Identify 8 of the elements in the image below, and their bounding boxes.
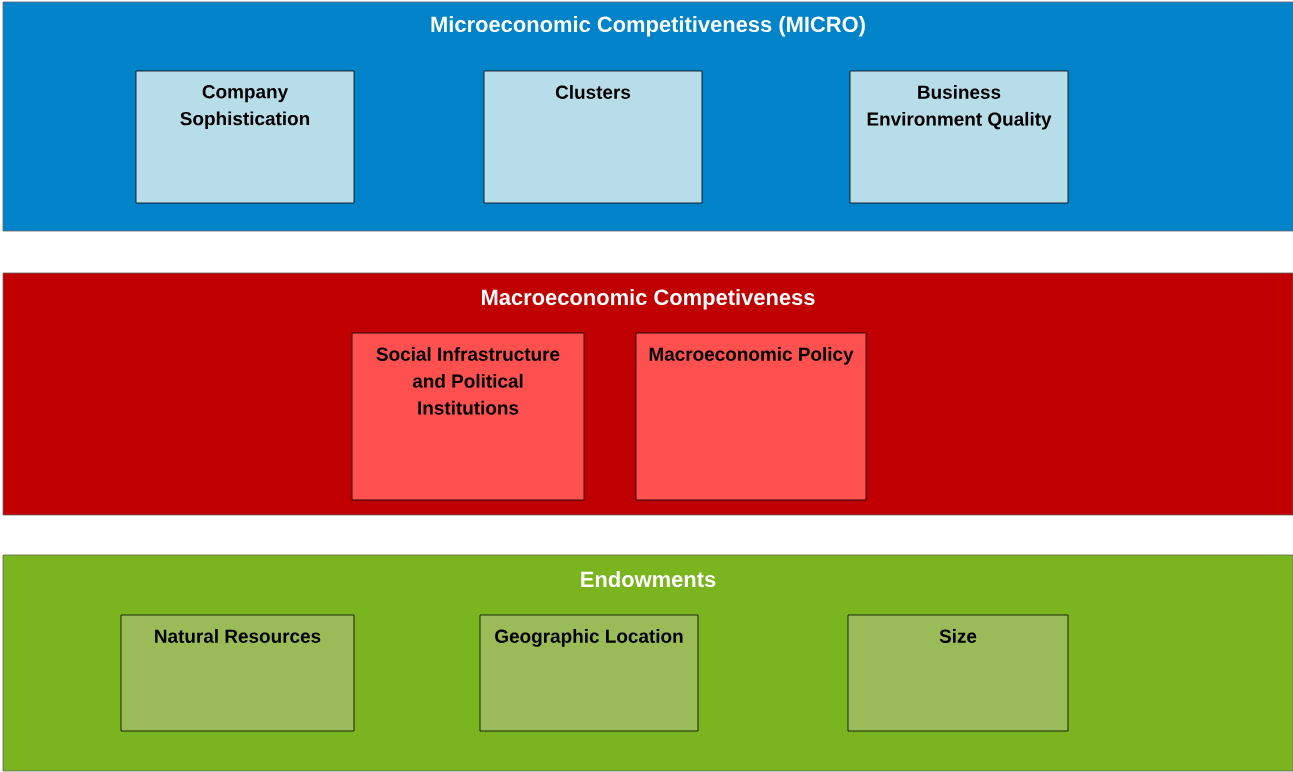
category-box: Business Environment Quality (849, 70, 1069, 204)
category-box: Social Infrastructure and Political Institutions (351, 332, 585, 501)
category-box: Geographic Location (479, 614, 699, 732)
category-box: Clusters (483, 70, 703, 204)
category-box: Natural Resources (120, 614, 355, 732)
category-box: Size (847, 614, 1069, 732)
category-box: Macroeconomic Policy (635, 332, 867, 501)
category-box: Company Sophistication (135, 70, 355, 204)
